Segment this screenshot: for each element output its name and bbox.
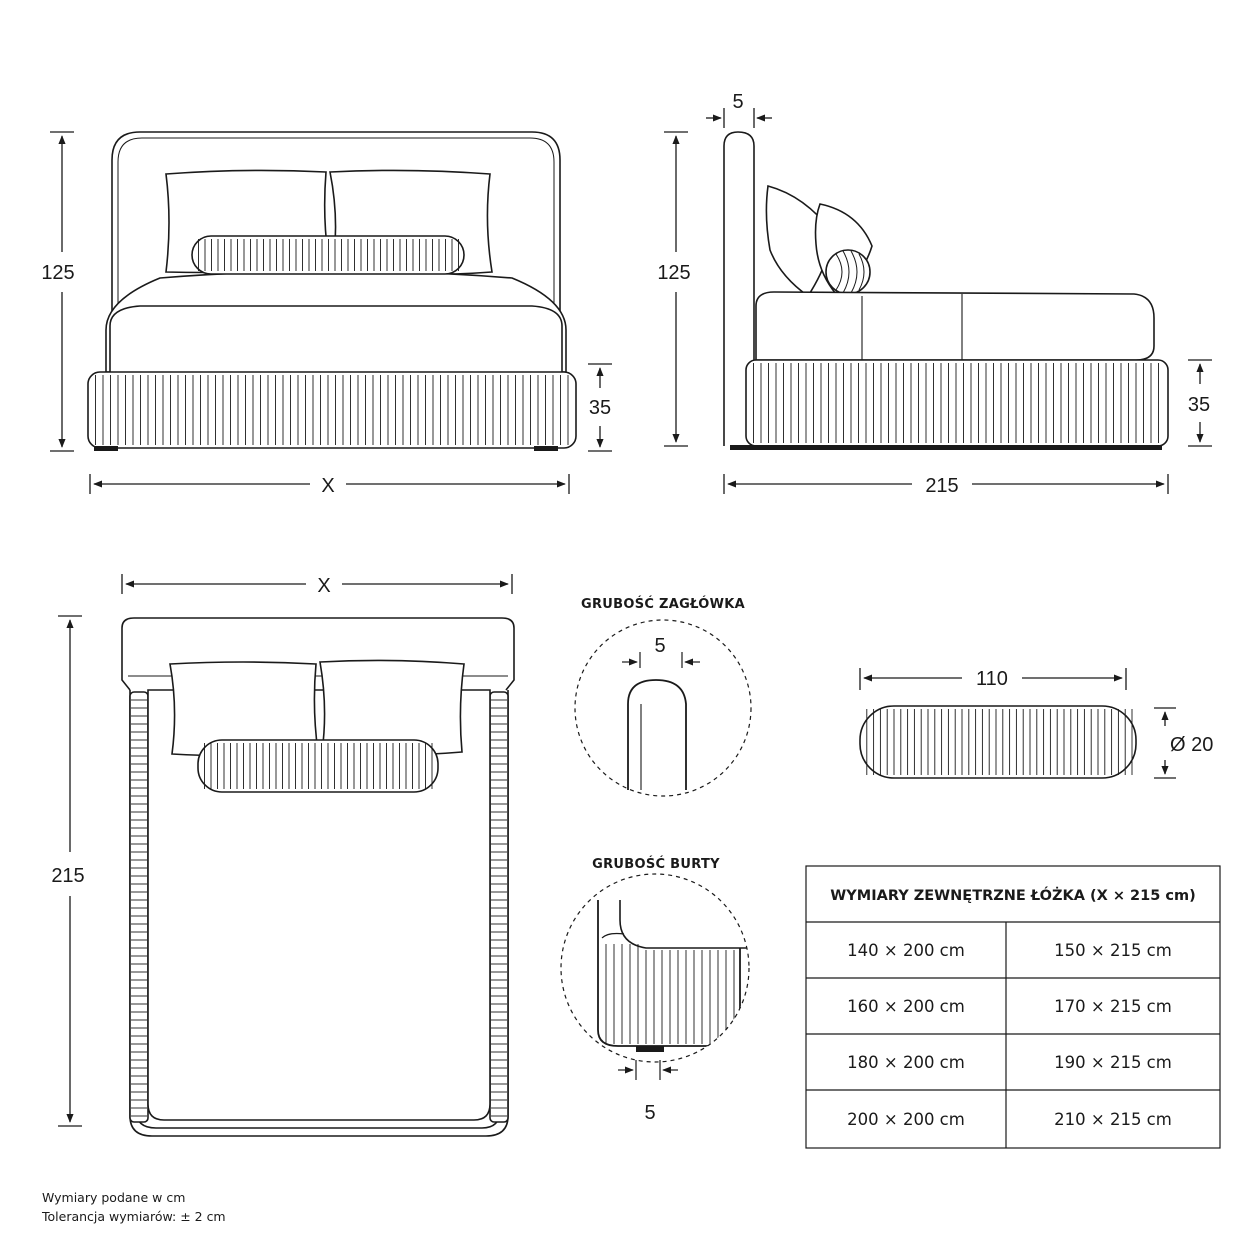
size-table <box>805 865 1221 1149</box>
size-table-cell: 140 × 200 cm <box>847 941 965 960</box>
footer-tolerance-note: Tolerancja wymiarów: ± 2 cm <box>42 1209 226 1224</box>
top-frame-outer <box>129 690 509 1137</box>
footer-units-note: Wymiary podane w cm <box>42 1190 186 1205</box>
side-base-height-label: 35 <box>1188 394 1210 416</box>
headboard-detail <box>574 619 752 797</box>
side-rail-detail <box>560 873 750 1080</box>
top-view <box>121 617 515 1137</box>
size-table-cell: 170 × 215 cm <box>1054 997 1172 1016</box>
top-width-label: X <box>317 575 330 597</box>
top-pillow-right <box>319 659 465 756</box>
top-dimension-lines <box>58 574 513 1127</box>
bolster-detail-shape <box>859 705 1137 779</box>
side-headboard <box>723 131 755 446</box>
front-foot-left <box>94 446 118 451</box>
headboard-detail-profile <box>627 679 687 790</box>
size-table-cell: 150 × 215 cm <box>1054 941 1172 960</box>
bolster-diameter-label: Ø 20 <box>1170 734 1213 756</box>
top-mattress <box>147 689 491 1121</box>
front-base-height-label: 35 <box>589 397 611 419</box>
front-height-label: 125 <box>41 262 74 284</box>
side-view <box>723 131 1169 450</box>
side-length-label: 215 <box>925 475 958 497</box>
side-rail-detail-stripes <box>605 944 735 1044</box>
side-bolster <box>825 249 871 295</box>
top-side-rail-right <box>489 691 509 1123</box>
front-bolster <box>191 235 465 275</box>
side-rail-thickness-caption: GRUBOŚĆ BURTY <box>592 856 720 872</box>
side-headboard-thickness-label: 5 <box>732 91 743 113</box>
top-side-rail-left <box>129 691 149 1123</box>
size-table-cell: 200 × 200 cm <box>847 1110 965 1129</box>
bolster-length-label: 110 <box>976 668 1008 690</box>
front-dimension-lines <box>50 131 612 494</box>
size-table-cell: 180 × 200 cm <box>847 1053 965 1072</box>
front-headboard-inner <box>117 137 555 372</box>
headboard-detail-thickness-label: 5 <box>654 635 665 657</box>
side-height-label: 125 <box>657 262 690 284</box>
top-headboard <box>121 617 515 691</box>
side-dimension-lines <box>664 108 1212 494</box>
size-table-cell: 210 × 215 cm <box>1054 1110 1172 1129</box>
side-base-shadow <box>730 445 1162 450</box>
side-base <box>745 359 1169 447</box>
side-rail-detail-thickness-label: 5 <box>644 1102 655 1124</box>
front-foot-right <box>534 446 558 451</box>
side-rail-detail-circle <box>560 873 750 1063</box>
front-base <box>87 371 577 449</box>
top-length-label: 215 <box>51 865 84 887</box>
size-table-cell: 160 × 200 cm <box>847 997 965 1016</box>
top-bolster <box>197 739 439 793</box>
bolster-detail <box>859 668 1176 779</box>
front-width-label: X <box>321 475 334 497</box>
size-table-header: WYMIARY ZEWNĘTRZNE ŁÓŻKA (X × 215 cm) <box>830 886 1195 904</box>
headboard-detail-circle <box>574 619 752 797</box>
headboard-thickness-caption: GRUBOŚĆ ZAGŁÓWKA <box>581 596 745 612</box>
size-table-cell: 190 × 215 cm <box>1054 1053 1172 1072</box>
front-mattress <box>109 305 563 372</box>
front-view <box>87 131 577 451</box>
side-mattress <box>755 291 1155 361</box>
front-headboard <box>111 131 561 372</box>
